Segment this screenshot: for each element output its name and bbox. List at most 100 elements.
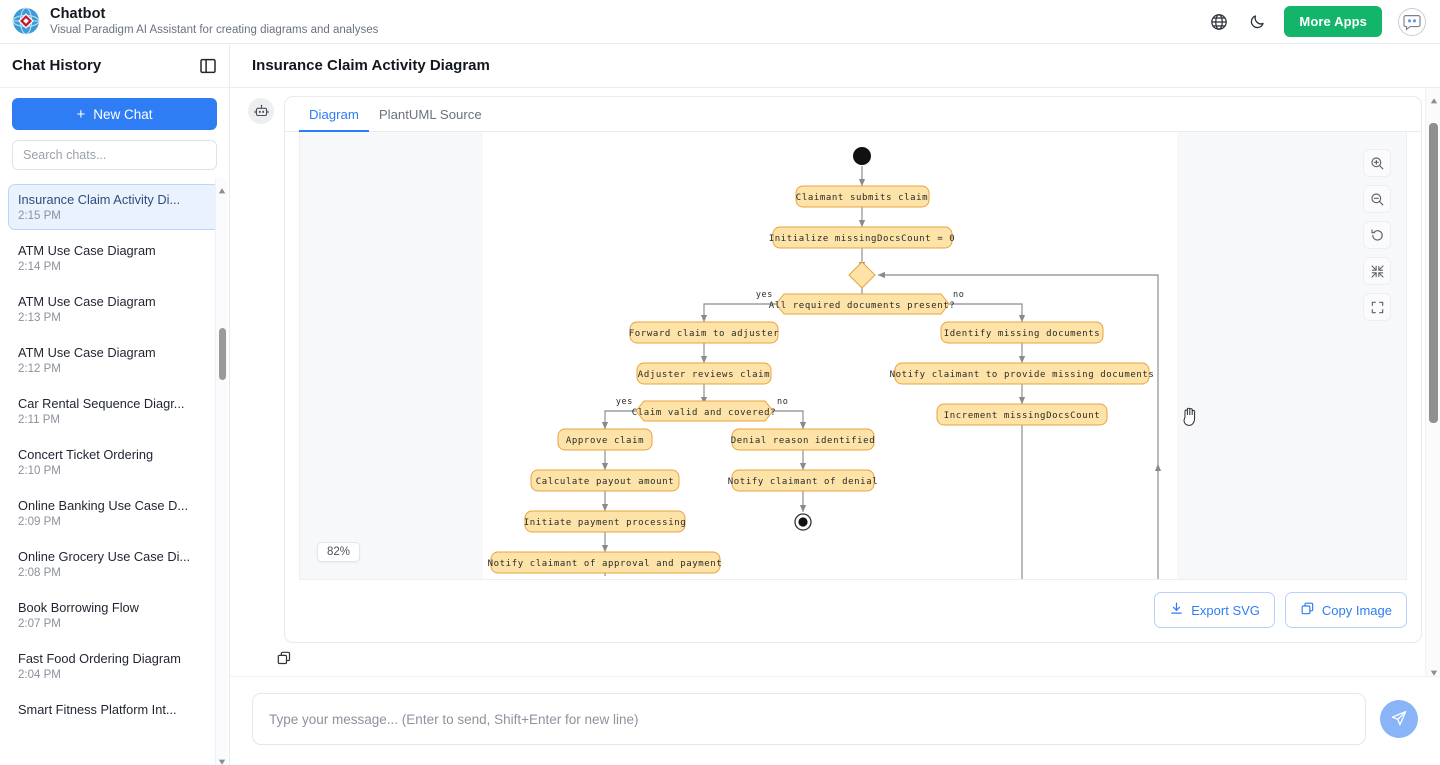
reset-view-icon[interactable]	[1363, 221, 1391, 249]
chat-history-item[interactable]: ATM Use Case Diagram 2:13 PM	[8, 286, 221, 332]
diagram-message-card: Diagram PlantUML Source	[284, 96, 1422, 643]
robot-icon	[248, 98, 274, 124]
chat-history-item[interactable]: Smart Fitness Platform Int...	[8, 694, 221, 728]
send-paper-plane-icon	[1390, 709, 1408, 730]
globe-icon[interactable]	[1208, 11, 1230, 33]
svg-text:Claimant submits claim: Claimant submits claim	[796, 193, 928, 203]
svg-text:Initialize missingDocsCount =: Initialize missingDocsCount = 0	[769, 234, 956, 244]
copy-icon[interactable]	[276, 651, 292, 670]
initial-node	[853, 147, 871, 165]
plus-icon: +	[76, 105, 86, 123]
sidebar-header: Chat History	[0, 44, 229, 88]
chat-item-title: Smart Fitness Platform Int...	[18, 701, 177, 717]
export-svg-button[interactable]: Export SVG	[1154, 592, 1275, 628]
chat-item-time: 2:12 PM	[18, 362, 61, 375]
copy-image-button[interactable]: Copy Image	[1284, 592, 1407, 628]
canvas-toolbar	[1363, 149, 1391, 321]
chat-item-title: Concert Ticket Ordering	[18, 446, 154, 462]
chat-item-time: 2:10 PM	[18, 464, 61, 477]
activity-diagram-svg: Claimant submits claim Initialize missin…	[488, 147, 1162, 579]
message-row: Diagram PlantUML Source	[230, 88, 1440, 643]
svg-text:Forward claim to adjuster: Forward claim to adjuster	[629, 329, 779, 339]
chat-item-time: 2:08 PM	[18, 566, 61, 579]
sidebar-scrollbar[interactable]	[215, 178, 227, 765]
chat-item-title: Book Borrowing Flow	[18, 599, 139, 615]
app-subtitle: Visual Paradigm AI Assistant for creatin…	[50, 23, 379, 36]
main-scrollbar[interactable]	[1425, 88, 1440, 676]
chat-history-item[interactable]: Online Grocery Use Case Di... 2:08 PM	[8, 541, 221, 587]
diagram-canvas[interactable]: Claimant submits claim Initialize missin…	[299, 132, 1407, 580]
svg-text:All required documents present: All required documents present?	[769, 301, 956, 311]
app-title: Chatbot	[50, 6, 106, 23]
svg-text:Notify claimant of approval an: Notify claimant of approval and payment	[488, 559, 723, 569]
chat-item-title: Online Banking Use Case D...	[18, 497, 188, 513]
brand: Chatbot Visual Paradigm AI Assistant for…	[12, 6, 378, 37]
chat-item-title: ATM Use Case Diagram	[18, 344, 156, 360]
fullscreen-icon[interactable]	[1363, 293, 1391, 321]
svg-text:Notify claimant of denial: Notify claimant of denial	[728, 477, 878, 487]
chat-history-item[interactable]: Car Rental Sequence Diagr... 2:11 PM	[8, 388, 221, 434]
chat-history-item[interactable]: Insurance Claim Activity Di... 2:15 PM	[8, 184, 221, 230]
svg-text:yes: yes	[756, 290, 773, 300]
panel-collapse-icon[interactable]	[199, 57, 217, 75]
copy-image-label: Copy Image	[1321, 602, 1392, 618]
scroll-up-icon[interactable]	[1430, 92, 1438, 104]
new-chat-button[interactable]: + New Chat	[12, 98, 217, 130]
svg-text:Notify claimant to provide mis: Notify claimant to provide missing docum…	[890, 370, 1155, 380]
svg-text:Calculate payout amount: Calculate payout amount	[536, 477, 674, 487]
tab-diagram[interactable]: Diagram	[299, 97, 369, 132]
message-footer	[230, 643, 1440, 671]
chat-item-title: Insurance Claim Activity Di...	[18, 192, 181, 207]
scroll-up-icon[interactable]	[218, 182, 226, 194]
tab-plantuml-source[interactable]: PlantUML Source	[378, 107, 482, 122]
chat-history-list[interactable]: Insurance Claim Activity Di... 2:15 PM ATM…	[0, 178, 229, 765]
decision-node-claim-valid	[635, 400, 774, 422]
message-input[interactable]	[252, 693, 1366, 745]
chat-history-item[interactable]: Concert Ticket Ordering 2:10 PM	[8, 439, 221, 485]
sidebar-actions: + New Chat	[0, 88, 229, 130]
chat-item-title: Car Rental Sequence Diagr...	[18, 395, 185, 411]
chat-history-item[interactable]: Online Banking Use Case D... 2:09 PM	[8, 490, 221, 536]
svg-text:Increment missingDocsCount: Increment missingDocsCount	[944, 411, 1100, 421]
svg-text:no: no	[777, 397, 788, 407]
chatbot-avatar-icon[interactable]	[1398, 7, 1426, 36]
new-chat-label: New Chat	[93, 106, 153, 122]
chat-item-title: Online Grocery Use Case Di...	[18, 548, 191, 564]
chat-item-title: ATM Use Case Diagram	[18, 242, 156, 258]
main-panel: Insurance Claim Activity Diagram	[230, 44, 1440, 765]
main-scroll-thumb[interactable]	[1429, 123, 1438, 423]
sidebar-scroll-thumb[interactable]	[218, 328, 226, 380]
scroll-down-icon[interactable]	[1430, 664, 1438, 676]
search-wrapper	[0, 130, 229, 178]
send-button[interactable]	[1380, 700, 1418, 738]
chat-item-time: 2:09 PM	[18, 515, 61, 528]
action-nodes: Claimant submits claim Initialize missin…	[488, 185, 1155, 574]
chat-history-item[interactable]: ATM Use Case Diagram 2:12 PM	[8, 337, 221, 383]
zoom-in-icon[interactable]	[1363, 149, 1391, 177]
search-input[interactable]	[12, 140, 217, 170]
chat-item-time: 2:13 PM	[18, 311, 61, 324]
chat-item-title: Fast Food Ordering Diagram	[18, 650, 181, 666]
chat-item-title: ATM Use Case Diagram	[18, 293, 156, 309]
export-svg-label: Export SVG	[1191, 602, 1260, 618]
svg-text:Adjuster reviews claim: Adjuster reviews claim	[638, 370, 770, 380]
svg-text:Initiate payment processing: Initiate payment processing	[524, 518, 687, 528]
chat-history-title: Chat History	[12, 57, 102, 74]
chat-item-time: 2:15 PM	[18, 209, 61, 222]
fit-to-screen-icon[interactable]	[1363, 257, 1391, 285]
svg-text:Approve claim: Approve claim	[566, 436, 644, 446]
moon-icon[interactable]	[1246, 11, 1268, 33]
scroll-down-icon[interactable]	[218, 753, 226, 765]
page-title: Insurance Claim Activity Diagram	[252, 57, 490, 74]
merge-node	[848, 261, 876, 289]
chat-item-time: 2:11 PM	[18, 413, 60, 426]
svg-text:Claim valid and covered?: Claim valid and covered?	[632, 408, 776, 418]
svg-text:yes: yes	[616, 397, 633, 407]
more-apps-button[interactable]: More Apps	[1284, 6, 1382, 37]
zoom-out-icon[interactable]	[1363, 185, 1391, 213]
decision-node-documents	[775, 293, 950, 315]
